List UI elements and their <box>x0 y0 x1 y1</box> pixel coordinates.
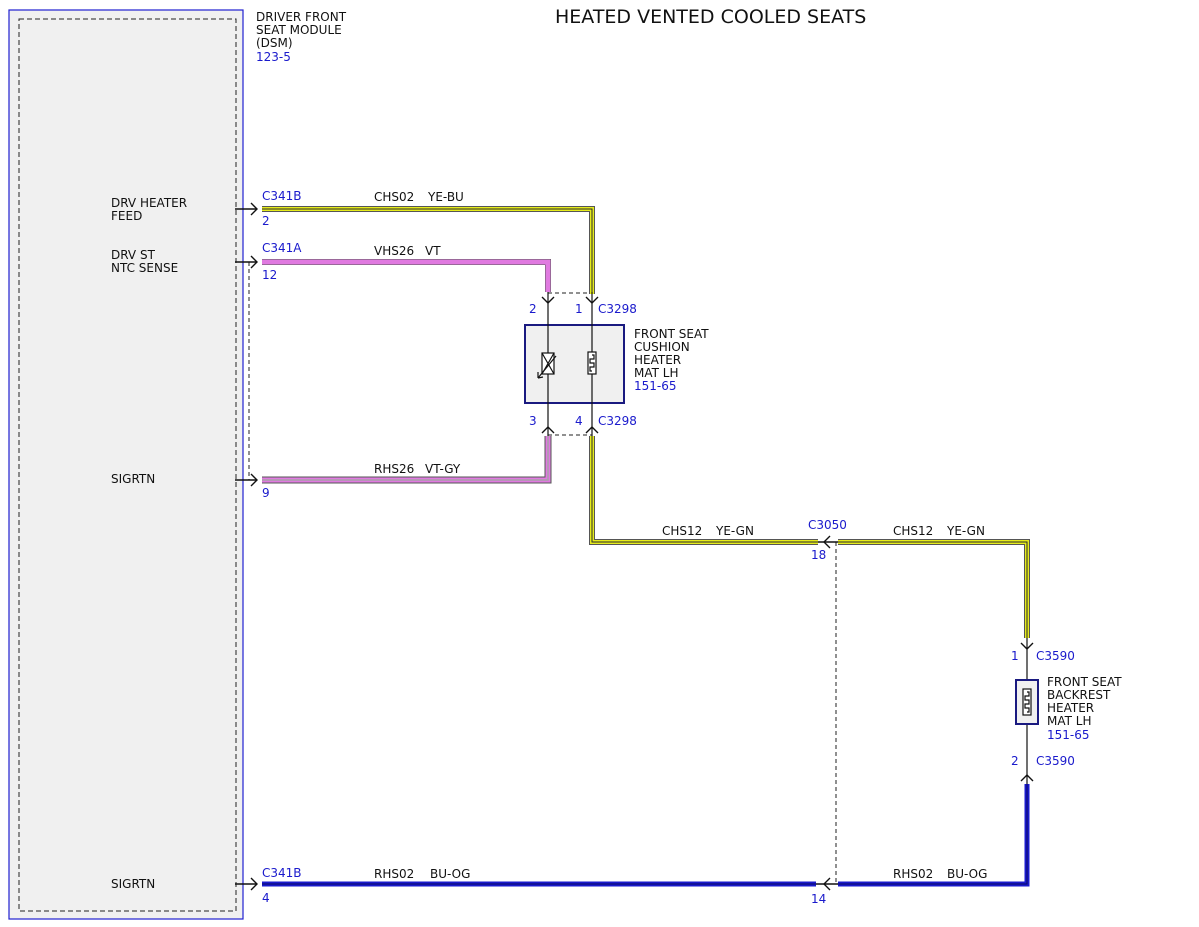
backrest-ref: 151-65 <box>1047 728 1090 742</box>
cushion-label-1: FRONT SEAT <box>634 327 709 341</box>
pin-name-ntc-1: DRV ST <box>111 248 156 262</box>
cushion-label-3: HEATER <box>634 353 681 367</box>
wire-vhs26 <box>262 259 551 292</box>
chs12-a-color: YE-GN <box>715 524 754 538</box>
cushion-pin-3: 3 <box>529 414 537 428</box>
splice-arrows <box>816 535 838 891</box>
wire-rhs02-b <box>838 784 1030 887</box>
rhs02-a-color: BU-OG <box>430 867 470 881</box>
connector-c341b-bottom: C341B <box>262 866 302 880</box>
ntc-thermistor-icon <box>537 352 557 379</box>
module-pin-arrows <box>235 202 258 891</box>
chs12-b-color: YE-GN <box>946 524 985 538</box>
wire-chs12-b <box>838 539 1030 638</box>
pin-2-module: 2 <box>262 214 270 228</box>
backrest-pin-arrows <box>1020 642 1034 782</box>
vhs26-color: VT <box>425 244 441 258</box>
cushion-internal-wiring <box>547 292 593 436</box>
cushion-heater-box <box>524 324 625 404</box>
module-label-2: SEAT MODULE <box>256 23 342 37</box>
chs12-a-circuit: CHS12 <box>662 524 702 538</box>
backrest-pin-1: 1 <box>1011 649 1019 663</box>
cushion-connector-bottom: C3298 <box>598 414 637 428</box>
splice-connector: C3050 <box>808 518 847 532</box>
pin-name-sigrtn-b: SIGRTN <box>111 877 155 891</box>
rhs26-color: VT-GY <box>425 462 461 476</box>
cushion-ref: 151-65 <box>634 379 677 393</box>
backrest-label-4: MAT LH <box>1047 714 1091 728</box>
wire-chs02 <box>262 206 595 294</box>
cushion-heater-element-icon <box>587 351 597 375</box>
module-inner-dashed <box>18 18 237 912</box>
chs12-b-circuit: CHS12 <box>893 524 933 538</box>
pin-4-module: 4 <box>262 891 270 905</box>
cushion-pin-4: 4 <box>575 414 583 428</box>
diagram-title: HEATED VENTED COOLED SEATS <box>555 6 866 28</box>
splice-pin-18: 18 <box>811 548 826 562</box>
cushion-pin-2: 2 <box>529 302 537 316</box>
pin-name-ntc-2: NTC SENSE <box>111 261 178 275</box>
rhs02-b-color: BU-OG <box>947 867 987 881</box>
cushion-pin-1: 1 <box>575 302 583 316</box>
backrest-pin-2: 2 <box>1011 754 1019 768</box>
cushion-connector-top: C3298 <box>598 302 637 316</box>
splice-pin-14: 14 <box>811 892 826 906</box>
chs02-circuit: CHS02 <box>374 190 414 204</box>
connector-c341b-top: C341B <box>262 189 302 203</box>
module-ref: 123-5 <box>256 50 291 64</box>
module-box <box>8 9 244 920</box>
chs02-color: YE-BU <box>427 190 464 204</box>
rhs02-b-circuit: RHS02 <box>893 867 933 881</box>
pin-9-module: 9 <box>262 486 270 500</box>
backrest-label-2: BACKREST <box>1047 688 1111 702</box>
vhs26-circuit: VHS26 <box>374 244 414 258</box>
cushion-label-2: CUSHION <box>634 340 690 354</box>
backrest-label-3: HEATER <box>1047 701 1094 715</box>
backrest-heater-element-icon <box>1022 688 1032 716</box>
cushion-pin-arrows <box>541 296 599 434</box>
rhs26-circuit: RHS26 <box>374 462 414 476</box>
connector-c341a: C341A <box>262 241 302 255</box>
pin-name-sigrtn-a: SIGRTN <box>111 472 155 486</box>
wire-chs12-a <box>589 436 818 545</box>
backrest-label-1: FRONT SEAT <box>1047 675 1122 689</box>
wire-rhs26 <box>262 436 552 484</box>
backrest-connector-top: C3590 <box>1036 649 1075 663</box>
pin-12-module: 12 <box>262 268 277 282</box>
backrest-connector-bottom: C3590 <box>1036 754 1075 768</box>
pin-name-heater-feed-2: FEED <box>111 209 142 223</box>
rhs02-a-circuit: RHS02 <box>374 867 414 881</box>
module-label-1: DRIVER FRONT <box>256 10 347 24</box>
module-label-3: (DSM) <box>256 36 293 50</box>
pin-name-heater-feed-1: DRV HEATER <box>111 196 187 210</box>
cushion-label-4: MAT LH <box>634 366 678 380</box>
